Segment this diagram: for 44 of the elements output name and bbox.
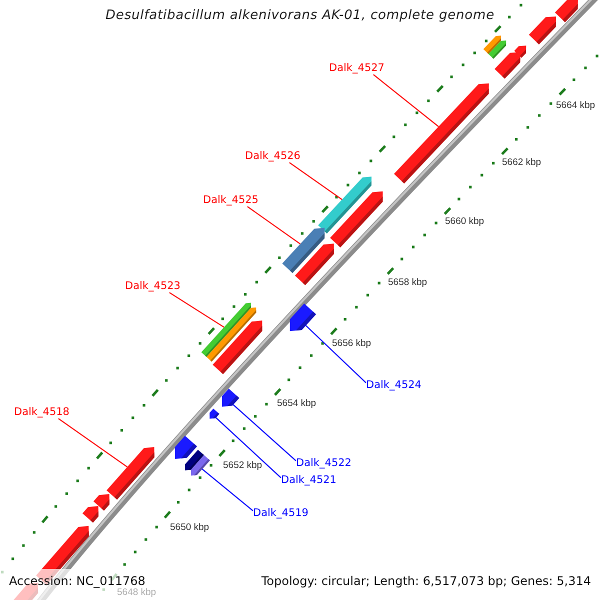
gene-feature [210,408,220,419]
gene-feature [394,83,489,184]
leader-line [216,417,282,478]
gene-label: Dalk_4527 [329,62,384,74]
scale-label: 5660 kbp [445,216,484,228]
gene-feature [222,388,240,407]
gene-feature [82,506,98,523]
leader-line [373,74,439,128]
gene-label: Dalk_4522 [296,457,352,469]
scale-label: 5656 kbp [332,338,372,350]
gene-label: Dalk_4525 [203,194,258,206]
gene-feature [494,52,520,79]
scale-label: 5662 kbp [502,158,542,168]
leader-line [232,404,296,462]
scale-label: 5664 kbp [556,100,596,112]
diagram-title: Desulfatibacillum alkenivorans AK-01, complete genome [106,9,494,24]
leader-line [58,418,128,468]
leader-line [247,206,301,244]
leader-line [305,325,366,384]
gene-feature [294,244,334,286]
gene-feature [483,36,506,59]
leader-line [202,468,254,512]
gene-label: Dalk_4519 [253,507,308,519]
scale-label: 5650 kbp [170,522,210,534]
gene-feature [106,447,154,500]
scale-label: 5658 kbp [388,278,428,288]
leader-line [169,292,224,328]
gene-feature [174,436,197,459]
scale-label: 5654 kbp [277,398,316,410]
scale-label: 5648 kbp [117,588,156,598]
gene-feature [290,304,316,332]
gene-feature [212,320,262,374]
leader-line [289,162,342,200]
gene-label: Dalk_4526 [245,150,300,162]
scale-label: 5652 kbp [223,460,262,472]
gene-label: Dalk_4518 [14,406,70,418]
genome-info-text: Topology: circular; Length: 6,517,073 bp; Genes: 5,314 [261,574,591,588]
gene-feature [528,16,556,44]
gene-label: Dalk_4523 [125,280,180,292]
accession-text: Accession: NC_011768 [9,574,146,588]
gene-feature [330,191,383,248]
gene-label: Dalk_4521 [281,474,336,486]
gene-feature [554,0,578,22]
gene-label: Dalk_4524 [366,379,422,391]
